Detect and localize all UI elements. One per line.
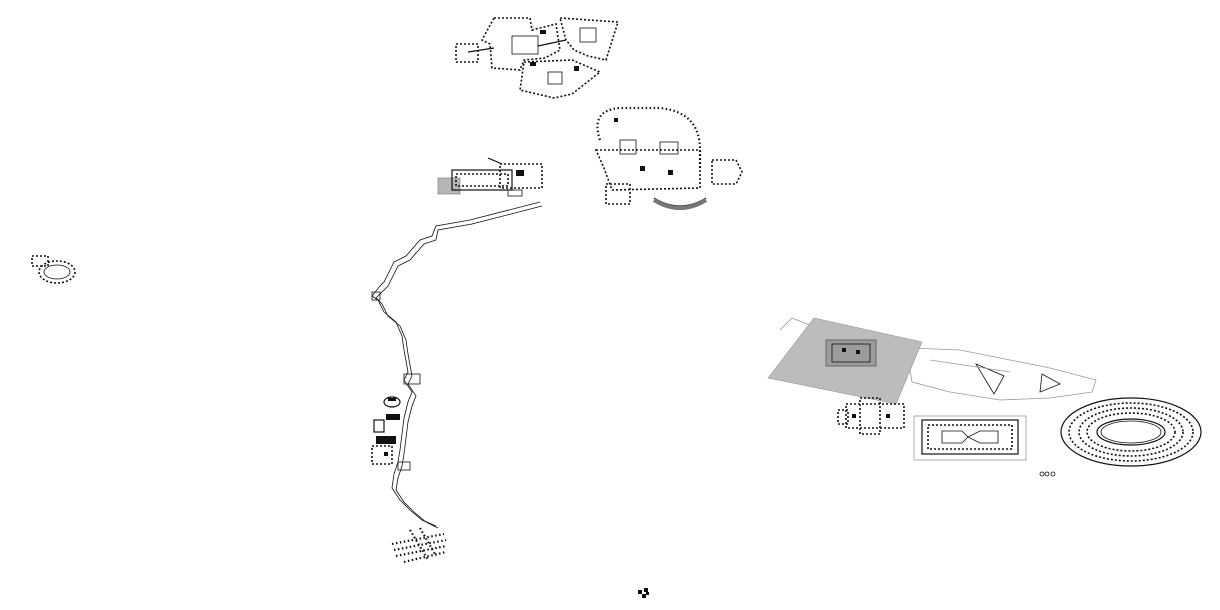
winding-wall-line[interactable] bbox=[371, 201, 543, 529]
tiny-marker-pair bbox=[1039, 471, 1056, 477]
grey-temple-precinct[interactable] bbox=[767, 317, 923, 405]
colonnade-grid-plan[interactable] bbox=[391, 527, 447, 564]
roman-baths-complex-plan[interactable] bbox=[455, 17, 620, 99]
colonnaded-temple-plan[interactable] bbox=[437, 157, 543, 197]
small-rotunda-plan[interactable] bbox=[31, 255, 76, 284]
amphitheatre-plan[interactable] bbox=[1060, 397, 1202, 467]
riverside-building-cluster[interactable] bbox=[371, 396, 401, 465]
road-ribbon[interactable] bbox=[779, 317, 1097, 401]
tiny-cross-marker bbox=[638, 588, 649, 598]
cruciform-church-plan[interactable] bbox=[837, 397, 905, 435]
rectangular-circus-plan[interactable] bbox=[913, 415, 1027, 461]
apsidal-basilica-plan[interactable] bbox=[594, 106, 743, 210]
